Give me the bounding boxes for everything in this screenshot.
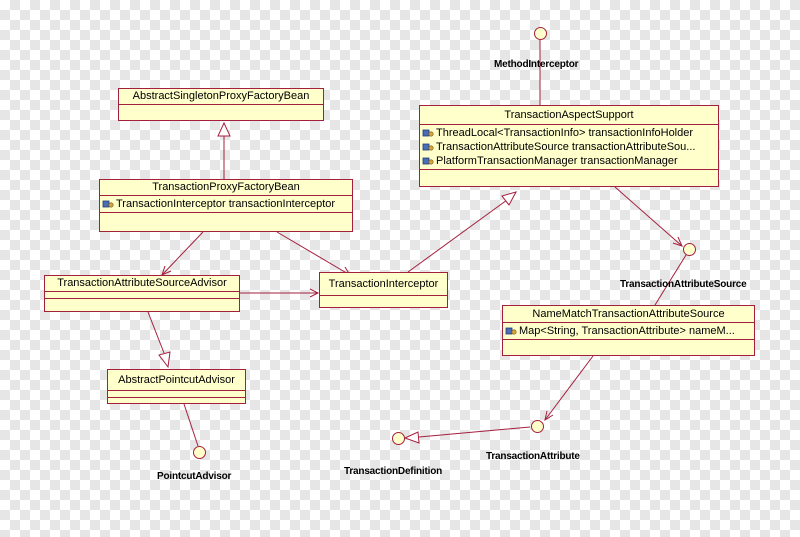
- generalization-arrowhead: [217, 121, 231, 137]
- class-compartment: [108, 398, 245, 404]
- class-attribute: TransactionAttributeSource transactionAt…: [422, 140, 716, 154]
- class-abstract-pointcut-advisor[interactable]: AbstractPointcutAdvisor: [107, 369, 246, 404]
- class-compartment: [108, 391, 245, 398]
- open-arrowhead: [544, 410, 554, 422]
- class-compartment: [320, 296, 447, 302]
- attribute-text: ThreadLocal<TransactionInfo> transaction…: [436, 127, 694, 139]
- edge-namematch-to-attribute-source: [654, 254, 687, 306]
- interface-transaction-attribute-icon[interactable]: [531, 420, 544, 433]
- class-attribute: ThreadLocal<TransactionInfo> transaction…: [422, 126, 716, 140]
- class-attributes: TransactionInterceptor transactionInterc…: [100, 196, 352, 213]
- attribute-text: TransactionInterceptor transactionInterc…: [116, 198, 336, 210]
- attribute-field-icon: [422, 143, 434, 151]
- class-transaction-attribute-source-advisor[interactable]: TransactionAttributeSourceAdvisor: [44, 275, 240, 312]
- attribute-text: Map<String, TransactionAttribute> nameM.…: [519, 325, 735, 337]
- class-name: AbstractPointcutAdvisor: [108, 370, 245, 391]
- edge-proxy-to-interceptor: [276, 231, 351, 276]
- class-name: TransactionInterceptor: [320, 273, 447, 296]
- generalization-arrowhead: [158, 351, 171, 369]
- interface-label: MethodInterceptor: [494, 59, 579, 70]
- attribute-field-icon: [102, 200, 114, 208]
- open-arrowhead: [672, 236, 683, 247]
- class-compartment: [119, 105, 323, 111]
- open-arrowhead: [309, 288, 320, 298]
- interface-transaction-attribute-source-icon[interactable]: [683, 243, 696, 256]
- edge-abstract-pointcut-to-interface: [183, 403, 199, 447]
- edge-interceptor-to-aspect-support: [407, 199, 508, 273]
- edge-namematch-to-attribute: [544, 355, 594, 421]
- attribute-text: PlatformTransactionManager transactionMa…: [436, 155, 678, 167]
- class-compartment: [45, 299, 239, 305]
- class-compartment: [503, 340, 754, 346]
- class-attribute: Map<String, TransactionAttribute> nameM.…: [505, 324, 752, 338]
- attribute-field-icon: [505, 327, 517, 335]
- attribute-field-icon: [422, 157, 434, 165]
- class-transaction-proxy-factory-bean[interactable]: TransactionProxyFactoryBean TransactionI…: [99, 179, 353, 232]
- class-name: NameMatchTransactionAttributeSource: [503, 306, 754, 323]
- edge-aspect-support-to-attribute-source: [614, 186, 683, 247]
- class-compartment: [100, 213, 352, 219]
- edge-advisor-to-abstract-pointcut: [147, 311, 165, 354]
- interface-label: TransactionAttributeSource: [620, 279, 747, 290]
- attribute-text: TransactionAttributeSource transactionAt…: [436, 141, 696, 153]
- edge-proxy-to-advisor: [161, 231, 204, 276]
- class-transaction-aspect-support[interactable]: TransactionAspectSupport ThreadLocal<Tra…: [419, 105, 719, 187]
- class-name: AbstractSingletonProxyFactoryBean: [119, 89, 323, 105]
- class-name-match-transaction-attribute-source[interactable]: NameMatchTransactionAttributeSource Map<…: [502, 305, 755, 356]
- edge-attribute-to-definition: [418, 426, 531, 438]
- interface-method-interceptor-icon[interactable]: [534, 27, 547, 40]
- class-attributes: Map<String, TransactionAttribute> nameM.…: [503, 323, 754, 340]
- interface-label: PointcutAdvisor: [157, 471, 232, 482]
- generalization-arrowhead: [501, 191, 518, 206]
- generalization-arrowhead: [403, 431, 420, 444]
- class-compartment: [420, 170, 718, 176]
- interface-label: TransactionAttribute: [486, 451, 580, 462]
- interface-pointcut-advisor-icon[interactable]: [193, 446, 206, 459]
- class-transaction-interceptor[interactable]: TransactionInterceptor: [319, 272, 448, 308]
- interface-transaction-definition-icon[interactable]: [392, 432, 405, 445]
- class-attribute: PlatformTransactionManager transactionMa…: [422, 154, 716, 168]
- interface-label: TransactionDefinition: [344, 466, 443, 477]
- class-name: TransactionAspectSupport: [420, 106, 718, 125]
- attribute-field-icon: [422, 129, 434, 137]
- class-name: TransactionAttributeSourceAdvisor: [45, 276, 239, 292]
- class-compartment: [45, 292, 239, 299]
- class-name: TransactionProxyFactoryBean: [100, 180, 352, 196]
- class-abstract-singleton-proxy-factory-bean[interactable]: AbstractSingletonProxyFactoryBean: [118, 88, 324, 121]
- class-attribute: TransactionInterceptor transactionInterc…: [102, 197, 350, 211]
- class-attributes: ThreadLocal<TransactionInfo> transaction…: [420, 125, 718, 170]
